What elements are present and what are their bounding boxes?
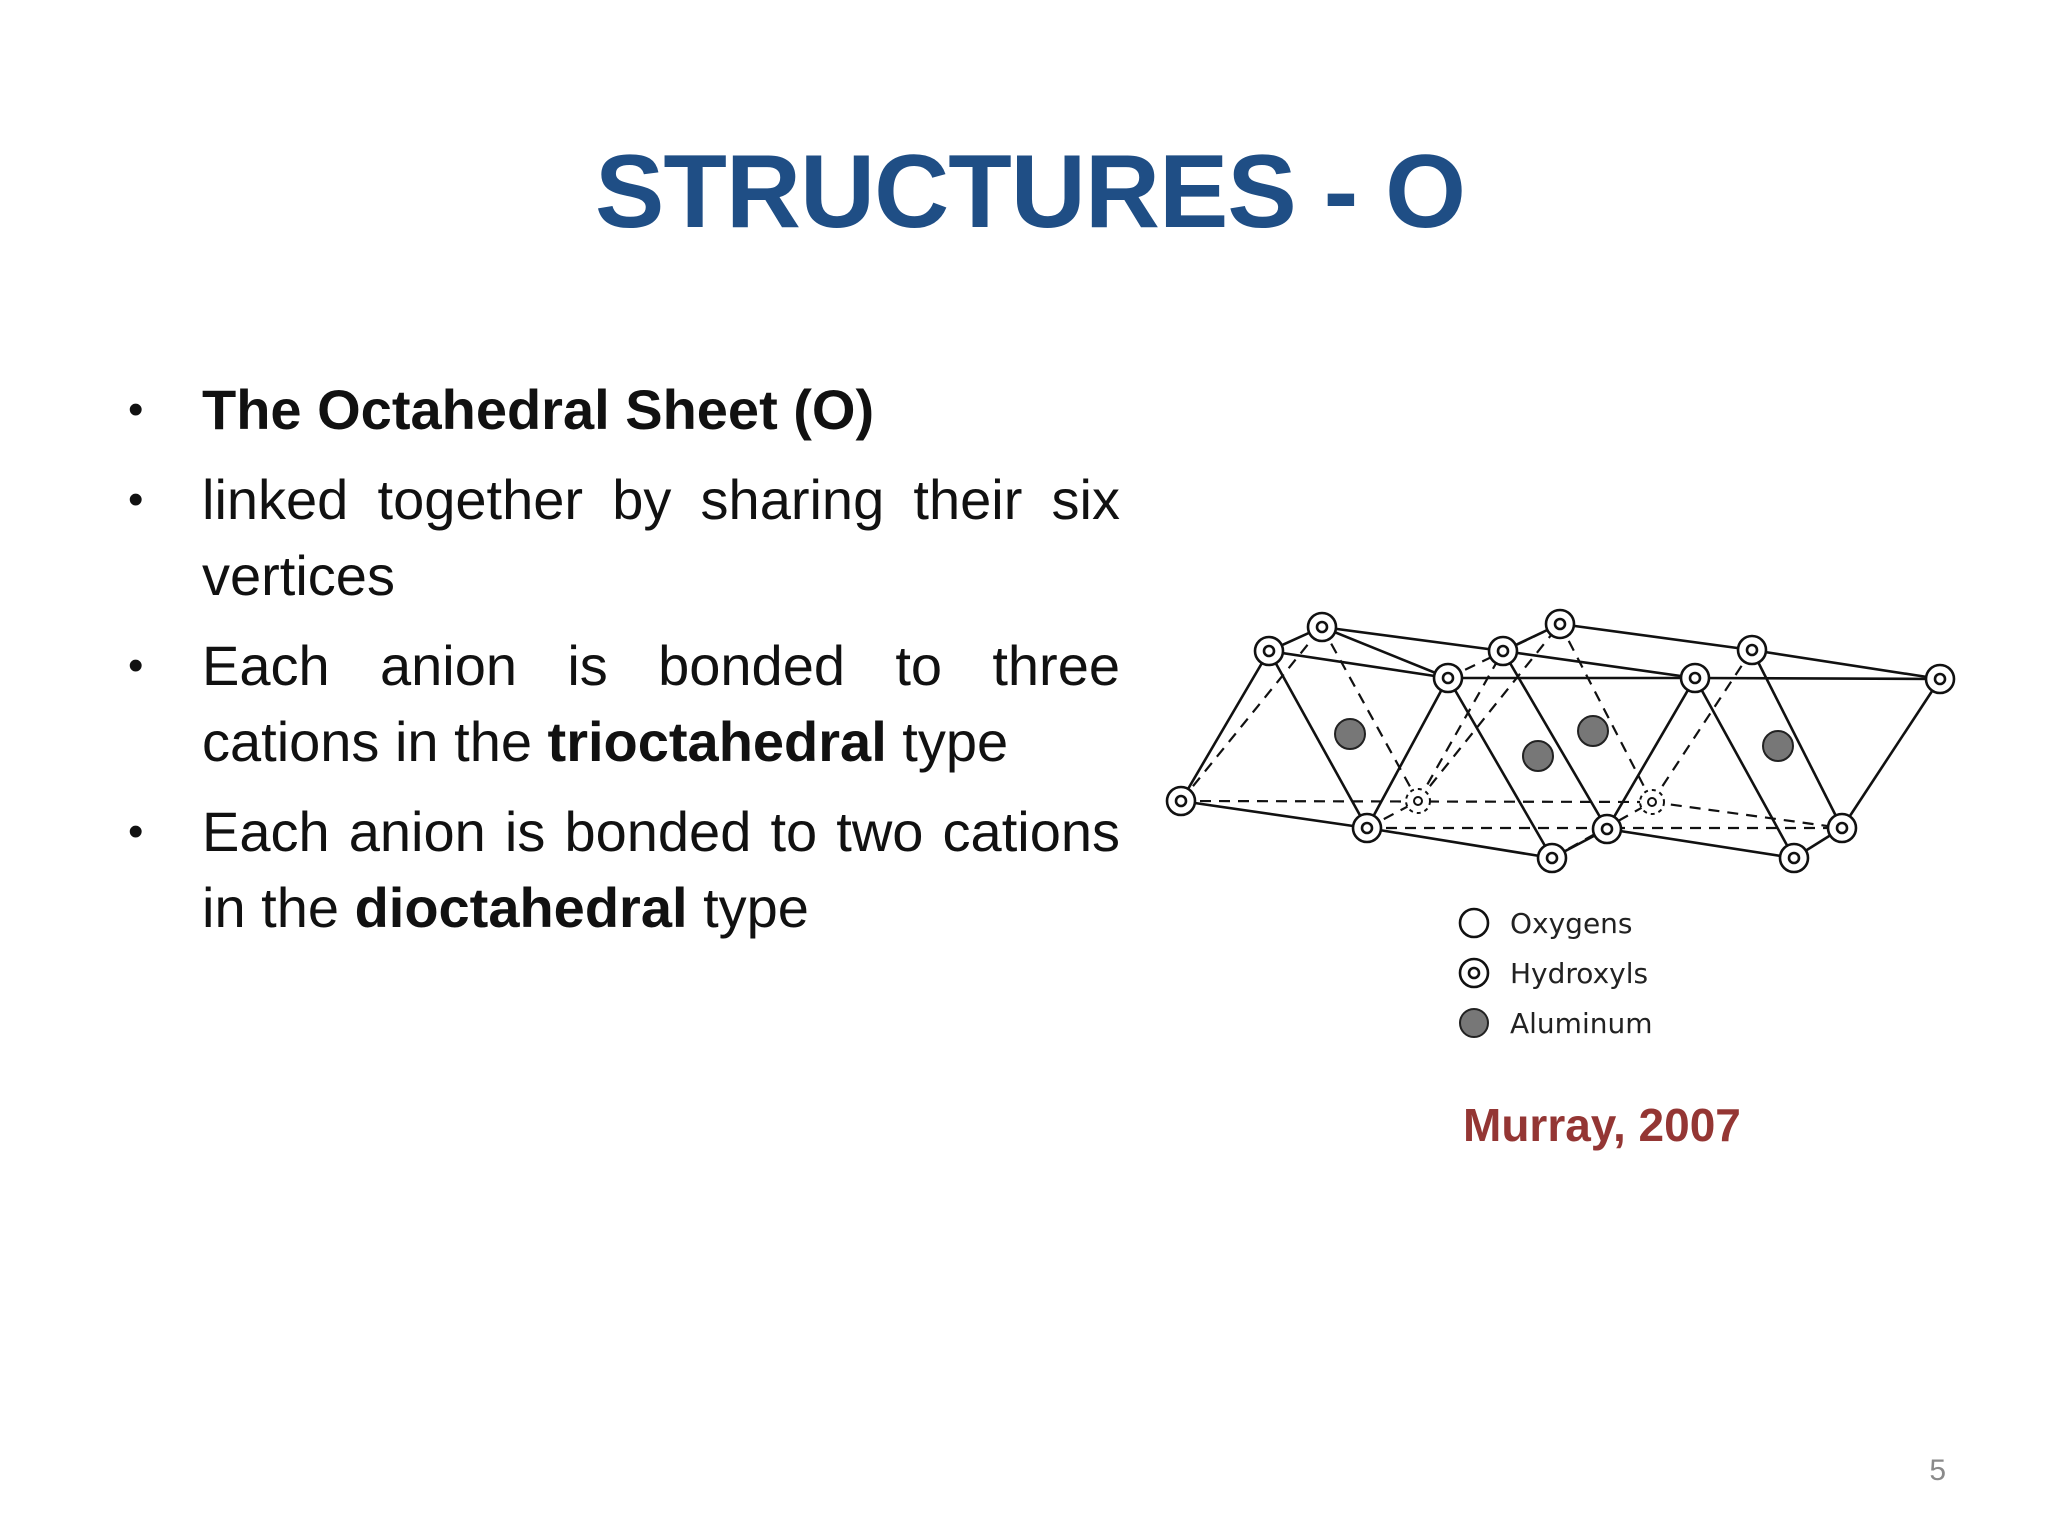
hydroxyl-atom (1487, 635, 1519, 667)
aluminum-atom (1577, 715, 1609, 747)
bullet-text-emphasis-dioctahedral: dioctahedral (354, 876, 688, 939)
hydroxyl-atom (1536, 842, 1568, 874)
bullet-text: Each anion is bonded to three cations in… (202, 634, 1120, 773)
legend-item-hydroxyls: Hydroxyls (1458, 948, 1758, 998)
legend-label: Oxygens (1510, 906, 1633, 940)
bullet-list: • The Octahedral Sheet (O) • linked toge… (120, 372, 1120, 960)
bullet-marker: • (128, 641, 144, 690)
aluminum-atom (1522, 740, 1554, 772)
legend-item-oxygens: Oxygens (1458, 898, 1758, 948)
hydroxyl-atom (1432, 662, 1464, 694)
bullet-marker: • (128, 475, 144, 524)
aluminum-atom (1762, 730, 1794, 762)
bullet-marker: • (128, 385, 144, 434)
legend-item-aluminum: Aluminum (1458, 998, 1758, 1048)
legend-label: Aluminum (1510, 1006, 1653, 1040)
hydroxyl-atom (1826, 812, 1858, 844)
hydroxyl-atom (1778, 842, 1810, 874)
hydroxyl-atom (1253, 635, 1285, 667)
citation: Murray, 2007 (1463, 1099, 1741, 1151)
bullet-item-linked: • linked together by sharing their six v… (120, 462, 1120, 614)
hydroxyl-atom (1679, 662, 1711, 694)
solid-bonds (1179, 622, 1942, 860)
bullet-marker: • (128, 807, 144, 856)
diagram-legend: Oxygens Hydroxyls Aluminum (1458, 898, 1758, 1048)
bullet-item-dioctahedral: • Each anion is bonded to two cations in… (120, 794, 1120, 946)
bullet-text-heading: The Octahedral Sheet (O) (202, 378, 875, 441)
legend-label: Hydroxyls (1510, 956, 1649, 990)
hydroxyl-atom (1591, 813, 1623, 845)
aluminum-atoms (1334, 715, 1794, 772)
open-circle-icon (1458, 907, 1490, 939)
bullet-text-emphasis-trioctahedral: trioctahedral (547, 710, 887, 773)
slide-title: STRUCTURES - O (595, 134, 1466, 250)
hydroxyl-atom (1639, 789, 1665, 815)
hydroxyl-atom (1306, 611, 1338, 643)
hydroxyl-atom (1544, 608, 1576, 640)
hydroxyl-atom (1924, 663, 1956, 695)
hidden-hydroxyl-atoms (1405, 788, 1665, 815)
octahedral-sheet-diagram (1165, 608, 1956, 874)
bullet-text: Each anion is bonded to two cations in t… (202, 800, 1120, 939)
filled-gray-circle-icon (1459, 1008, 1489, 1038)
page-number: 5 (1929, 1454, 1946, 1487)
aluminum-atom (1334, 718, 1366, 750)
hydroxyl-atom (1405, 788, 1431, 814)
bullet-item-trioctahedral: • Each anion is bonded to three cations … (120, 628, 1120, 780)
bullet-text: linked together by sharing their six ver… (202, 468, 1120, 607)
hydroxyl-atom (1165, 785, 1197, 817)
hydroxyl-atom (1736, 634, 1768, 666)
hydroxyl-atoms (1165, 608, 1956, 874)
hydroxyl-atom (1351, 812, 1383, 844)
bullet-text: type (687, 876, 809, 939)
dotted-circle-icon (1458, 957, 1490, 989)
bullet-text: type (886, 710, 1009, 773)
bullet-item-octahedral-sheet: • The Octahedral Sheet (O) (120, 372, 1120, 448)
